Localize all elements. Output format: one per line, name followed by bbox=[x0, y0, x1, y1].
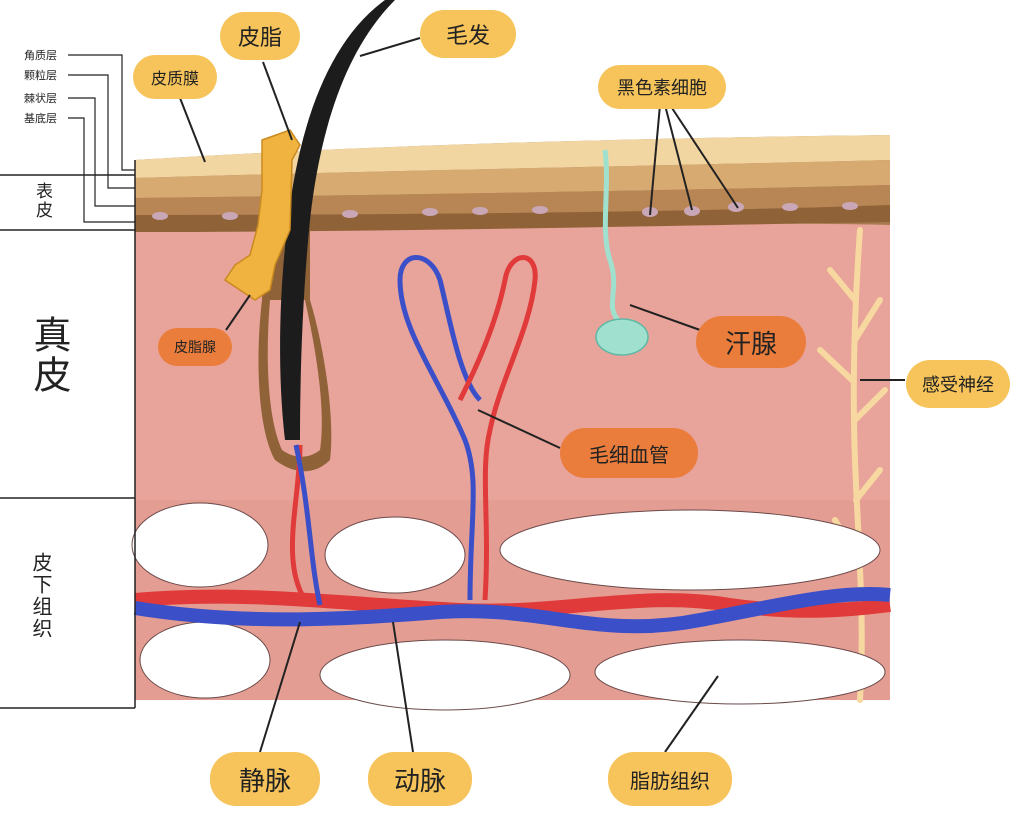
sweat-gland-coil bbox=[595, 318, 649, 356]
stratum-corneum-label: 角质层 bbox=[24, 49, 57, 62]
sebaceous-gland-shape bbox=[223, 129, 301, 301]
vein-main bbox=[133, 587, 891, 634]
sebum-label: 皮脂 bbox=[220, 12, 300, 60]
hair-label: 毛发 bbox=[420, 10, 516, 58]
epidermis-label: 表皮 bbox=[32, 182, 52, 220]
adipose-label: 脂肪组织 bbox=[608, 752, 732, 806]
capillary-vein bbox=[397, 255, 482, 601]
dermis-label: 真皮 bbox=[27, 315, 71, 395]
stratum-spinosum-label: 棘状层 bbox=[24, 92, 57, 105]
capillary-label: 毛细血管 bbox=[560, 428, 698, 478]
stratum-basale-label: 基底层 bbox=[24, 112, 57, 125]
hair-shaft bbox=[280, 0, 395, 440]
sublayer-leader-lines bbox=[68, 54, 135, 223]
adipose-lobules bbox=[131, 502, 886, 711]
stratum-granulosum-label: 颗粒层 bbox=[24, 69, 57, 82]
sweat-duct bbox=[602, 149, 621, 322]
layer-bracket-lines bbox=[0, 160, 136, 709]
artery-label: 动脉 bbox=[368, 752, 472, 806]
subcutaneous-label: 皮下组织 bbox=[29, 552, 53, 640]
sebaceous-gland-label: 皮脂腺 bbox=[158, 328, 232, 366]
follicle-capillary-vein bbox=[293, 444, 323, 606]
cortex-membrane-label: 皮质膜 bbox=[133, 55, 217, 99]
basal-cells bbox=[152, 202, 858, 220]
sweat-gland-label: 汗腺 bbox=[696, 316, 806, 368]
label-leader-lines bbox=[179, 37, 905, 753]
melanocyte-label: 黑色素细胞 bbox=[598, 65, 726, 109]
capillary-artery bbox=[457, 255, 538, 601]
epidermis-layers bbox=[135, 135, 890, 232]
sensory-nerve bbox=[817, 227, 888, 703]
sensory-nerve-label: 感受神经 bbox=[906, 360, 1010, 408]
artery-main bbox=[134, 589, 891, 618]
vein-label: 静脉 bbox=[210, 752, 320, 806]
